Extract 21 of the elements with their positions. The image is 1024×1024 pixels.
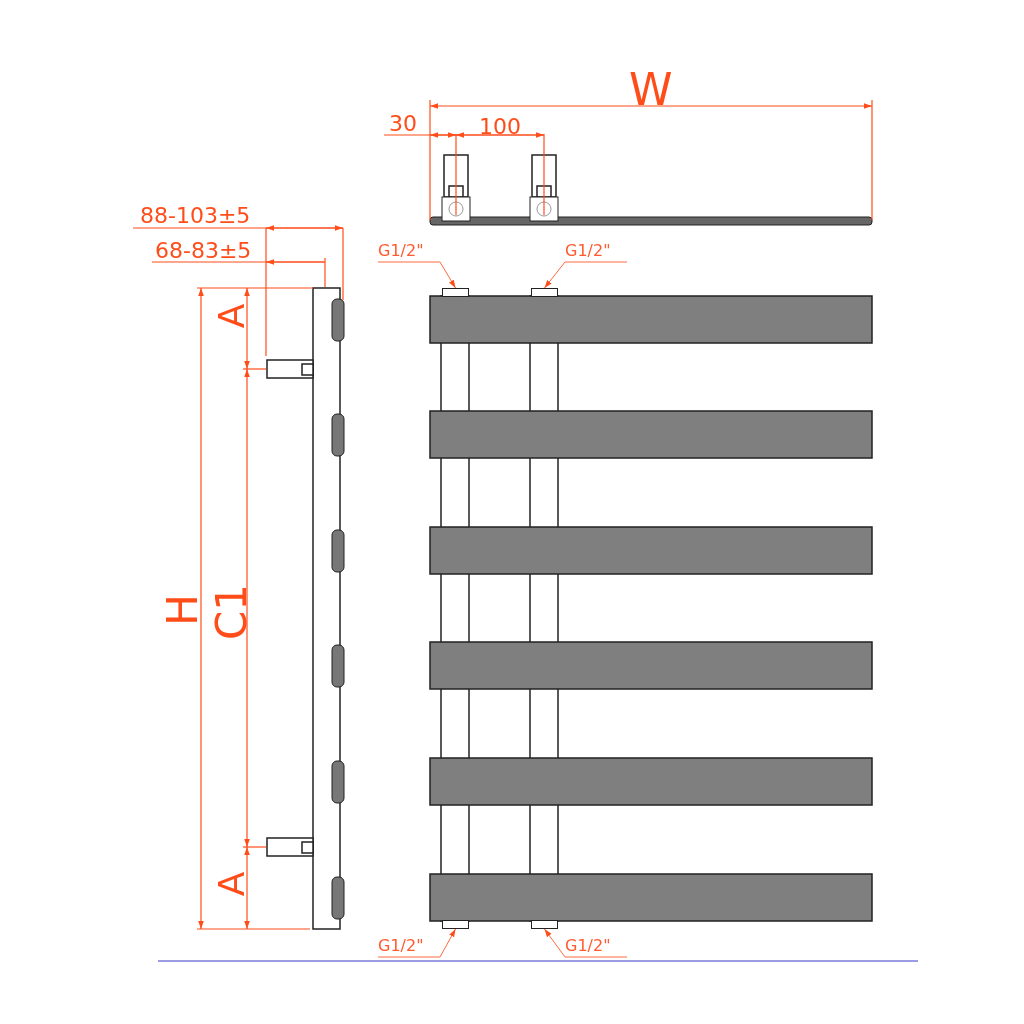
leader-line [544, 928, 628, 958]
dimension-label: 30 [389, 113, 417, 135]
thread-size-label: G1/2" [565, 243, 612, 259]
leader-line [544, 261, 628, 289]
dimension-label: 68-83±5 [155, 240, 252, 262]
thread-size-label: G1/2" [565, 938, 612, 954]
dimension-label: A [213, 871, 250, 897]
thread-size-label: G1/2" [378, 938, 425, 954]
dimension-label: C1 [211, 583, 254, 641]
dimension-label: 100 [479, 116, 521, 138]
pipe-connector [531, 920, 558, 929]
pipe-connector [531, 288, 558, 297]
dimension-label: A [213, 303, 250, 329]
leader-line [377, 928, 456, 958]
pipe-connector [442, 920, 469, 929]
pipe-connector [442, 288, 469, 297]
dimension-label: W [629, 68, 673, 112]
dimension-label: 88-103±5 [140, 205, 251, 227]
dimension-label: H [161, 594, 204, 626]
leader-line [377, 261, 456, 289]
thread-size-label: G1/2" [378, 243, 425, 259]
